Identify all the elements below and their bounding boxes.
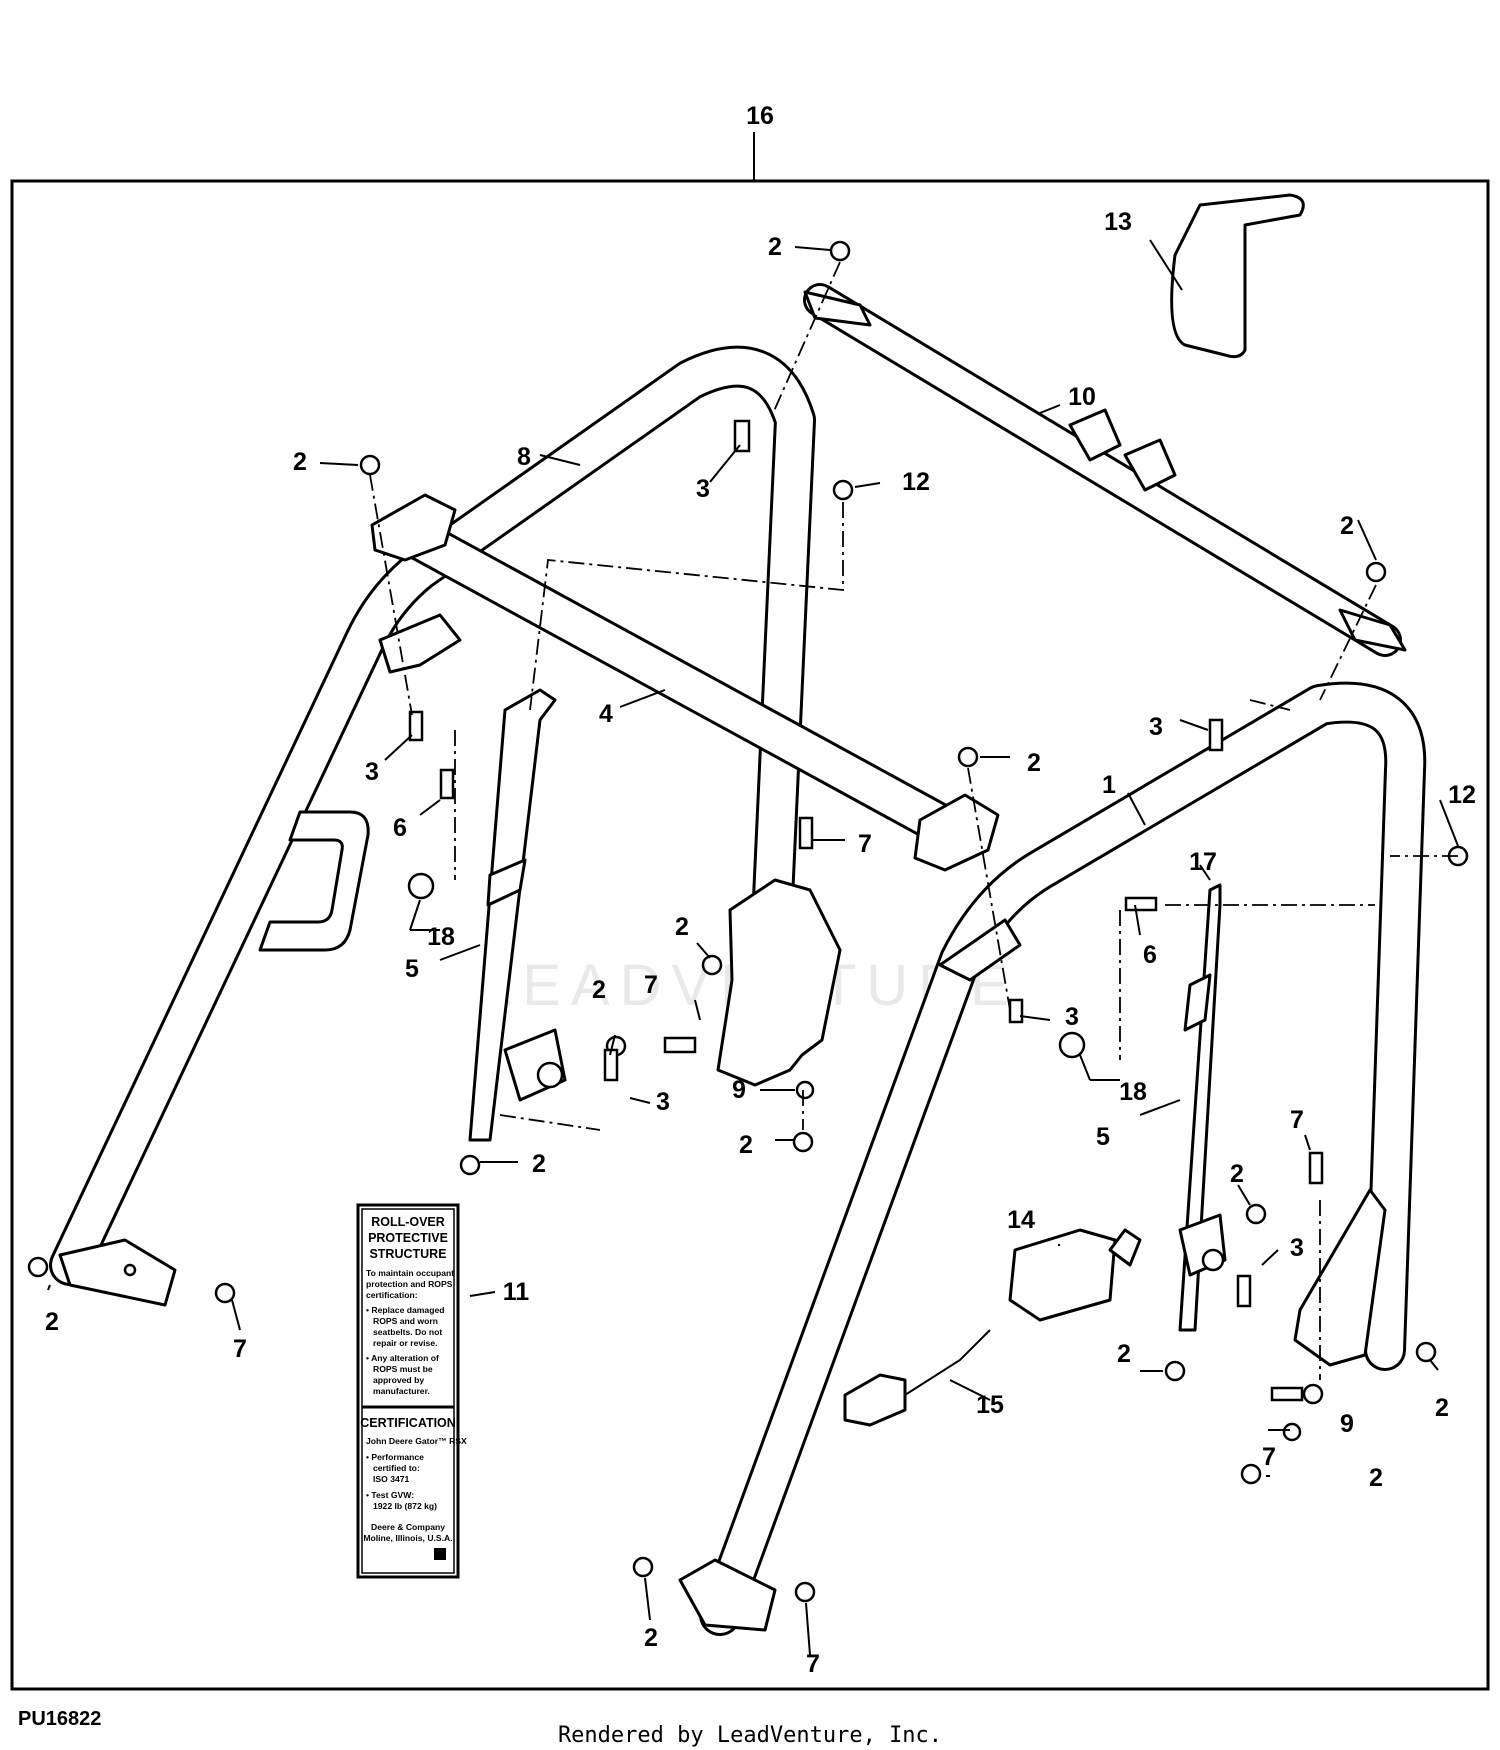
callouts: 16 13 2 10 2 8 3 12 2 4 3 3 2 1 12 6 7 1… <box>45 102 1476 1678</box>
cross-tube-10 <box>803 283 1407 657</box>
decal-cert-line: 1922 lb (872 kg) <box>373 1501 437 1511</box>
right-mid-bracket <box>938 918 1022 982</box>
callout-12: 12 <box>902 468 930 496</box>
decal-title-3: STRUCTURE <box>369 1247 446 1261</box>
callout-9: 9 <box>732 1076 746 1104</box>
callout-14: 14 <box>1007 1206 1035 1234</box>
decal-line: • Any alteration of <box>366 1353 439 1363</box>
callout-3: 3 <box>656 1088 670 1116</box>
callout-10: 10 <box>1068 383 1096 411</box>
decal-line: • Replace damaged <box>366 1305 444 1315</box>
callout-5: 5 <box>1096 1123 1110 1151</box>
decal-title-1: ROLL-OVER <box>371 1215 445 1229</box>
decal-cert-line: Moline, Illinois, U.S.A. <box>363 1533 452 1543</box>
callout-7: 7 <box>806 1650 820 1678</box>
callout-7: 7 <box>644 971 658 999</box>
decal-title-2: PROTECTIVE <box>368 1231 448 1245</box>
callout-4: 4 <box>599 700 613 728</box>
decal-cert-title: CERTIFICATION <box>360 1416 456 1430</box>
callout-3: 3 <box>365 758 379 786</box>
callout-2: 2 <box>644 1624 658 1652</box>
callout-7: 7 <box>858 830 872 858</box>
left-foot-bracket <box>58 1238 177 1307</box>
callout-2: 2 <box>739 1131 753 1159</box>
decal-line: approved by <box>373 1375 424 1385</box>
callout-18: 18 <box>427 923 455 951</box>
callout-15: 15 <box>976 1391 1004 1419</box>
rops-decal: ROLL-OVER PROTECTIVE STRUCTURE To mainta… <box>356 1203 467 1579</box>
credit-text: Rendered by LeadVenture, Inc. <box>558 1723 942 1748</box>
leader-lines <box>47 239 1459 1656</box>
decal-line: certification: <box>366 1290 418 1300</box>
callout-5: 5 <box>405 955 419 983</box>
callout-16: 16 <box>746 102 774 130</box>
callout-2: 2 <box>532 1150 546 1178</box>
right-rear-bracket <box>1293 1188 1387 1367</box>
callout-2: 2 <box>768 233 782 261</box>
callout-7: 7 <box>233 1335 247 1363</box>
callout-2: 2 <box>1230 1160 1244 1188</box>
decal-line: manufacturer. <box>373 1386 430 1396</box>
decal-qr-code <box>434 1548 446 1560</box>
callout-1: 1 <box>1102 771 1116 799</box>
decal-line: seatbelts. Do not <box>373 1327 442 1337</box>
decal-line: To maintain occupant <box>366 1268 454 1278</box>
seat-belt-right <box>1178 883 1227 1332</box>
callout-3: 3 <box>1149 713 1163 741</box>
callout-11: 11 <box>503 1278 530 1306</box>
cross-tube-4 <box>370 493 1000 872</box>
callout-6: 6 <box>1143 941 1157 969</box>
decal-cert-line: ISO 3471 <box>373 1474 410 1484</box>
callout-18: 18 <box>1119 1078 1147 1106</box>
callout-2: 2 <box>1435 1394 1449 1422</box>
callout-2: 2 <box>1340 512 1354 540</box>
buckle-14 <box>1008 1228 1117 1322</box>
left-mid-bracket <box>378 613 462 674</box>
right-foot-bracket <box>678 1558 777 1632</box>
grab-handle <box>258 810 370 952</box>
buckle-15 <box>843 1373 907 1427</box>
decal-cert-line: certified to: <box>373 1463 420 1473</box>
assembly-lines <box>369 261 1458 1380</box>
seat-belt-left <box>468 688 567 1142</box>
diagram-frame <box>10 179 1490 1691</box>
callout-2: 2 <box>45 1308 59 1336</box>
callout-6: 6 <box>393 814 407 842</box>
callout-2: 2 <box>1369 1464 1383 1492</box>
callout-2: 2 <box>675 913 689 941</box>
callout-12: 12 <box>1448 781 1476 809</box>
hardware <box>27 240 1469 1603</box>
decal-line: protection and ROPS <box>366 1279 453 1289</box>
callout-2: 2 <box>592 976 606 1004</box>
figure-id: PU16822 <box>18 1708 101 1730</box>
decal-cert-line: Deere & Company <box>371 1522 445 1532</box>
decal-cert-line: • Test GVW: <box>366 1490 414 1500</box>
decal-line: ROPS must be <box>373 1364 433 1374</box>
callout-8: 8 <box>517 443 531 471</box>
rops-left-half <box>49 345 816 1286</box>
callout-17: 17 <box>1189 848 1217 876</box>
callout-2: 2 <box>293 448 307 476</box>
decal-line: ROPS and worn <box>373 1316 438 1326</box>
rops-right-half <box>699 681 1427 1636</box>
callout-3: 3 <box>696 475 710 503</box>
decal-line: repair or revise. <box>373 1338 438 1348</box>
bracket-13 <box>1170 193 1305 359</box>
callout-3: 3 <box>1065 1003 1079 1031</box>
callout-3: 3 <box>1290 1234 1304 1262</box>
callout-2: 2 <box>1117 1340 1131 1368</box>
callout-9: 9 <box>1340 1410 1354 1438</box>
callout-13: 13 <box>1104 208 1132 236</box>
decal-cert-line: • Performance <box>366 1452 424 1462</box>
decal-cert-line: John Deere Gator™ RSX <box>366 1436 467 1446</box>
callout-7: 7 <box>1262 1443 1276 1471</box>
mounting-plate-left <box>716 878 842 1087</box>
callout-2: 2 <box>1027 749 1041 777</box>
callout-7: 7 <box>1290 1106 1304 1134</box>
